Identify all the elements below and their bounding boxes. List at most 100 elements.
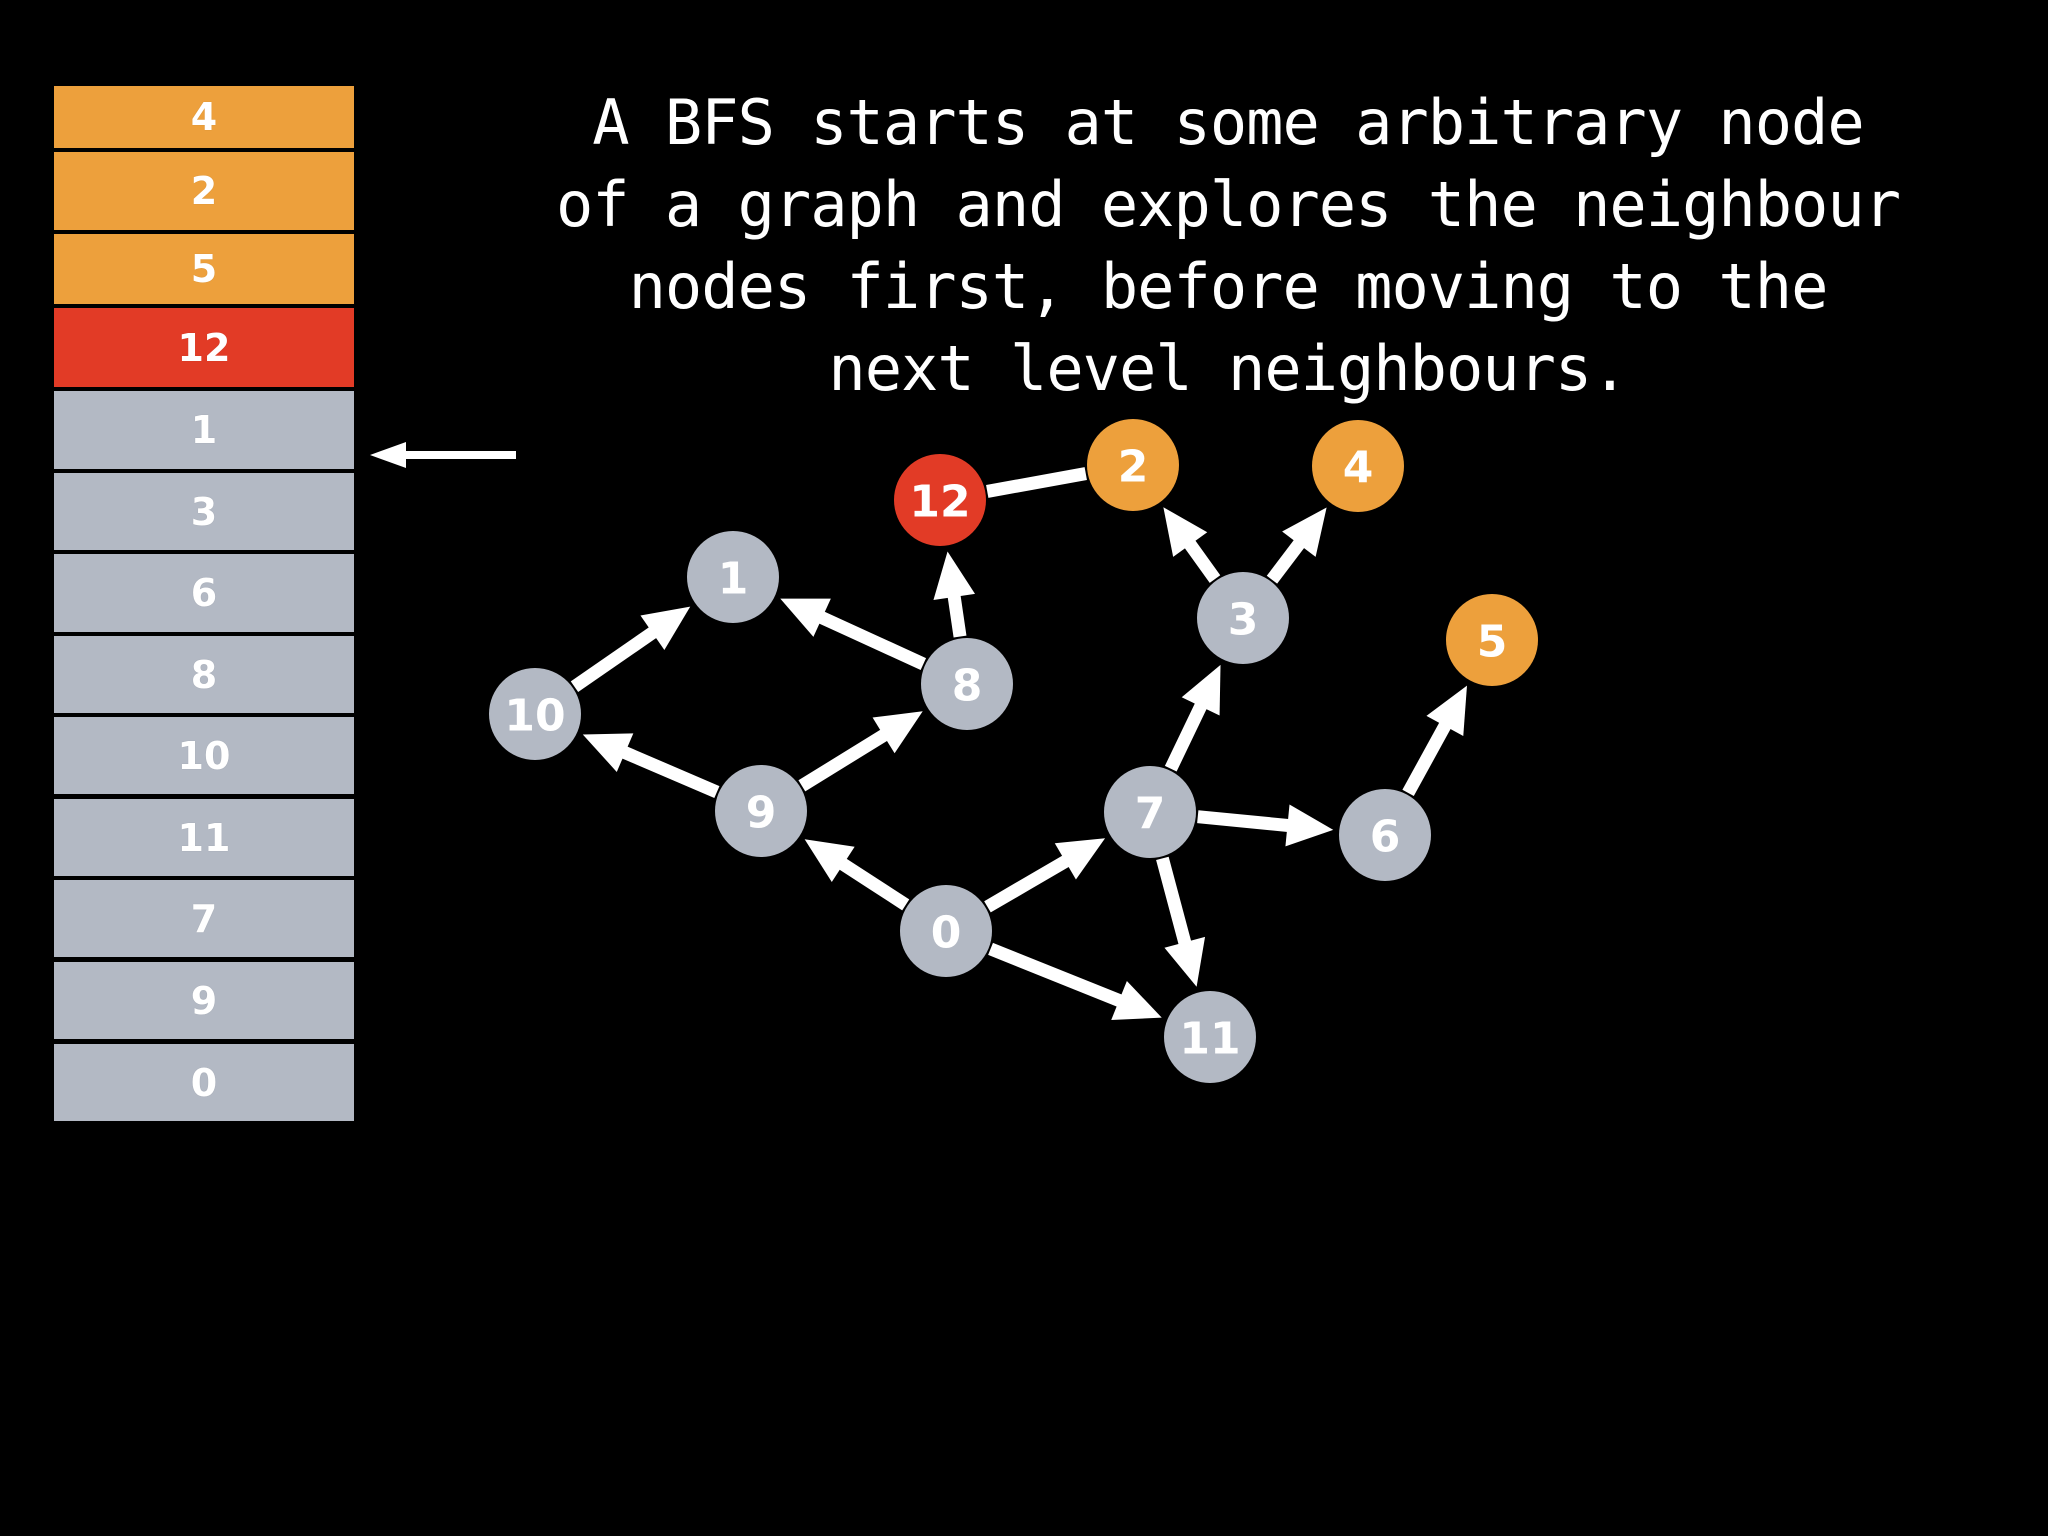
edge-arrowhead [872, 711, 923, 754]
queue-cell-label: 0 [190, 1060, 218, 1105]
edge-arrowhead [780, 598, 831, 637]
graph-edge [988, 942, 1162, 1020]
graph-node-label: 8 [952, 661, 983, 712]
edge-arrowhead [1282, 507, 1327, 557]
graph-edge [1266, 507, 1327, 584]
graph-edge [1402, 685, 1467, 797]
graph-node[interactable]: 12 [894, 454, 986, 546]
graph-edge [1197, 804, 1334, 847]
graph-node-label: 4 [1343, 443, 1374, 494]
queue-cell[interactable]: 10 [54, 717, 354, 794]
queue-cell-label: 10 [177, 733, 231, 778]
queue-cell[interactable]: 7 [54, 880, 354, 957]
graph-node[interactable]: 0 [900, 885, 992, 977]
graph-node[interactable]: 10 [489, 668, 581, 760]
graph-node-label: 6 [1370, 812, 1401, 863]
queue-cell-label: 9 [190, 978, 218, 1023]
graph-node-label: 3 [1228, 595, 1259, 646]
graph-node[interactable]: 7 [1104, 766, 1196, 858]
graph-node-circle[interactable] [1164, 991, 1256, 1083]
edge-arrowhead [1111, 980, 1162, 1020]
edge-arrowhead [1181, 664, 1221, 716]
graph-node[interactable]: 6 [1339, 789, 1431, 881]
graph-edge [1163, 507, 1221, 583]
graph-edge [582, 733, 720, 799]
graph-node[interactable]: 9 [715, 765, 807, 857]
graph-edges-layer [570, 467, 1467, 1020]
graph-node-circle[interactable] [921, 638, 1013, 730]
queue-cell-label: 6 [190, 571, 218, 615]
queue-cell-label: 1 [190, 408, 218, 452]
graph-node-label: 12 [909, 477, 970, 528]
graph-node-circle[interactable] [1339, 789, 1431, 881]
graph-node[interactable]: 2 [1087, 419, 1179, 511]
graph-node-label: 1 [718, 554, 749, 605]
graph-edge [1164, 664, 1221, 772]
graph-node[interactable]: 5 [1446, 594, 1538, 686]
graph-node-label: 5 [1477, 617, 1508, 668]
graph-node[interactable]: 11 [1164, 991, 1256, 1083]
graph-node-label: 7 [1135, 789, 1166, 840]
queue-cell-label: 12 [177, 325, 231, 370]
graph-node-label: 10 [504, 691, 565, 742]
edge-arrowhead [1164, 936, 1206, 987]
queue-cell-label: 11 [177, 815, 231, 860]
caption-text: A BFS starts at some arbitrary node of a… [555, 86, 1901, 405]
graph-node-circle[interactable] [894, 454, 986, 546]
graph-node-circle[interactable] [900, 885, 992, 977]
graph-node[interactable]: 4 [1312, 420, 1404, 512]
graph-node[interactable]: 3 [1197, 572, 1289, 664]
edge-arrowhead [582, 733, 634, 772]
queue-head-pointer-arrow [370, 442, 516, 468]
queue-cell[interactable]: 6 [54, 554, 354, 632]
queue-cell[interactable]: 2 [54, 152, 354, 230]
graph-edge [933, 551, 976, 638]
graph-nodes-layer: 12 2 4 5 1 3 8 10 9 7 6 0 11 [489, 419, 1538, 1083]
graph-node-circle[interactable] [1087, 419, 1179, 511]
graph-edge [984, 838, 1106, 913]
graph-edge [798, 711, 923, 792]
queue-cell[interactable]: 12 [54, 308, 354, 387]
edge-arrowhead [1163, 507, 1208, 557]
queue-cell-label: 8 [190, 652, 218, 697]
graph-node-circle[interactable] [687, 531, 779, 623]
graph-node[interactable]: 1 [687, 531, 779, 623]
graph-edge [1156, 856, 1206, 987]
queue-cell[interactable]: 9 [54, 962, 354, 1039]
queue-cell[interactable]: 3 [54, 473, 354, 550]
queue-cell-label: 2 [190, 169, 218, 213]
queue-cell[interactable]: 8 [54, 636, 354, 713]
edge-arrowhead [640, 606, 691, 651]
edge-arrowhead [804, 839, 855, 882]
queue-cell-label: 3 [190, 489, 218, 534]
queue-cell-label: 5 [190, 247, 218, 291]
graph-node-circle[interactable] [1312, 420, 1404, 512]
graph-node-circle[interactable] [489, 668, 581, 760]
graph-node-circle[interactable] [1446, 594, 1538, 686]
graph-node-label: 2 [1118, 442, 1149, 493]
edge-arrowhead [1426, 685, 1467, 737]
edge-arrowhead [1054, 838, 1106, 880]
bfs-queue-panel: 4 2 5 12 1 3 6 8 10 11 7 9 0 [54, 86, 354, 1121]
graph-node-circle[interactable] [1197, 572, 1289, 664]
graph-node-circle[interactable] [715, 765, 807, 857]
graph-node-label: 11 [1179, 1014, 1240, 1065]
queue-cell[interactable]: 11 [54, 799, 354, 876]
edge-arrowhead [1285, 804, 1334, 847]
queue-cell[interactable]: 5 [54, 234, 354, 304]
graph-edge [804, 839, 910, 911]
queue-cell[interactable]: 0 [54, 1044, 354, 1121]
graph-node-label: 0 [931, 908, 962, 959]
graph-node-circle[interactable] [1104, 766, 1196, 858]
graph-node[interactable]: 8 [921, 638, 1013, 730]
graph-edge [570, 606, 691, 693]
queue-cell-label: 4 [190, 95, 218, 139]
graph-edge [780, 598, 927, 670]
edge-arrowhead [933, 551, 976, 601]
queue-cell[interactable]: 4 [54, 86, 354, 148]
queue-cell[interactable]: 1 [54, 391, 354, 469]
graph-node-label: 9 [746, 788, 777, 839]
queue-cell-label: 7 [190, 896, 218, 941]
